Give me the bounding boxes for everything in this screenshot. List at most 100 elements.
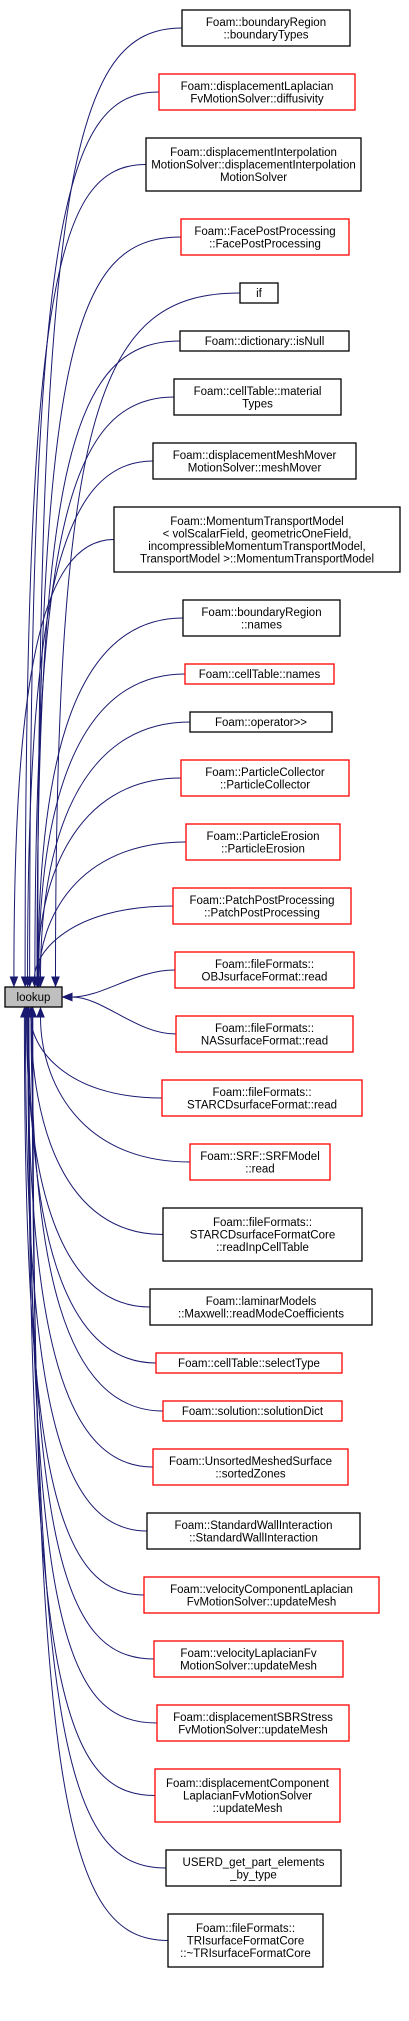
caller-node-box: [153, 1640, 344, 1678]
caller-node[interactable]: Foam::operator>>: [189, 711, 333, 733]
call-edge: [34, 905, 174, 978]
caller-node-label: MotionSolver::updateMesh: [180, 1660, 317, 1672]
caller-node[interactable]: Foam::boundaryRegion::boundaryTypes: [181, 9, 351, 47]
caller-node-label: TRIsurfaceFormatCore: [187, 1936, 305, 1948]
caller-node[interactable]: Foam::fileFormats::STARCDsurfaceFormat::…: [161, 1079, 363, 1117]
lookup-node[interactable]: lookup: [4, 986, 63, 1008]
caller-node-label: FvMotionSolver::diffusivity: [190, 93, 324, 105]
caller-node-box: [156, 1704, 350, 1742]
caller-node[interactable]: Foam::dictionary::isNull: [179, 330, 350, 352]
caller-node-label: Foam::displacementMeshMover: [173, 450, 337, 462]
caller-node[interactable]: Foam::cellTable::selectType: [155, 1352, 343, 1374]
caller-node[interactable]: Foam::UnsortedMeshedSurface::sortedZones: [152, 1448, 349, 1486]
caller-node[interactable]: Foam::displacementComponentLaplacianFvMo…: [154, 1768, 341, 1823]
caller-node-box: [167, 1913, 324, 1968]
arrowhead: [9, 976, 19, 988]
caller-node[interactable]: Foam::ParticleCollector::ParticleCollect…: [180, 759, 350, 797]
caller-node[interactable]: Foam::solution::solutionDict: [162, 1400, 343, 1422]
caller-node[interactable]: Foam::SRF::SRFModel::read: [189, 1143, 331, 1181]
caller-node-box: [145, 137, 362, 192]
caller-node-label: ::Maxwell::readModeCoefficients: [178, 1308, 344, 1320]
arrowhead: [61, 992, 73, 1002]
call-edge: [27, 1016, 154, 1468]
caller-node-label: _by_type: [229, 1869, 277, 1881]
call-edge: [55, 292, 241, 978]
caller-node-label: ::read: [245, 1163, 274, 1175]
call-edge: [36, 777, 182, 978]
caller-node-box: [149, 1288, 373, 1326]
caller-node[interactable]: Foam::displacementLaplacianFvMotionSolve…: [158, 73, 356, 111]
caller-node-label: Foam::ParticleCollector: [205, 767, 325, 779]
caller-node-label: ::~TRIsurfaceFormatCore: [180, 1948, 311, 1960]
call-edge: [28, 1016, 158, 1724]
caller-node-label: ::PatchPostProcessing: [204, 907, 320, 919]
lookup-node-label: lookup: [17, 992, 51, 1004]
caller-node[interactable]: Foam::FacePostProcessing::FacePostProces…: [180, 218, 350, 256]
caller-node[interactable]: Foam::boundaryRegion::names: [182, 599, 341, 637]
caller-node-label: ::FacePostProcessing: [209, 238, 321, 250]
caller-node[interactable]: Foam::fileFormats::OBJsurfaceFormat::rea…: [174, 951, 355, 989]
caller-node[interactable]: Foam::displacementSBRStressFvMotionSolve…: [156, 1704, 350, 1742]
caller-node-box: [154, 1768, 341, 1823]
caller-node-label: Foam::displacementSBRStress: [173, 1712, 333, 1724]
caller-node-label: Foam::SRF::SRFModel: [200, 1151, 320, 1163]
arrowhead: [23, 976, 32, 988]
caller-node[interactable]: Foam::velocityComponentLaplacianFvMotion…: [143, 1576, 380, 1614]
caller-node-label: ::ParticleErosion: [221, 843, 305, 855]
caller-node-label: ::names: [241, 619, 282, 631]
caller-node[interactable]: Foam::fileFormats::TRIsurfaceFormatCore:…: [167, 1913, 324, 1968]
caller-node[interactable]: Foam::displacementInterpolationMotionSol…: [145, 137, 362, 192]
caller-node-box: [152, 1448, 349, 1486]
caller-node[interactable]: USERD_get_part_elements_by_type: [165, 1849, 342, 1887]
call-edge: [29, 91, 160, 978]
caller-node-box: [155, 1352, 343, 1374]
caller-node-label: Foam::MomentumTransportModel: [170, 516, 343, 528]
caller-node[interactable]: Foam::ParticleErosion::ParticleErosion: [185, 823, 341, 861]
caller-node-box: [175, 1015, 354, 1053]
caller-node-label: Foam::fileFormats::: [212, 1087, 311, 1099]
caller-node-label: Foam::velocityLaplacianFv: [180, 1648, 316, 1660]
caller-node[interactable]: if: [239, 282, 279, 304]
caller-node-label: Foam::fileFormats::: [213, 1217, 312, 1229]
caller-node-label: FvMotionSolver::updateMesh: [178, 1724, 328, 1736]
caller-node-label: ::sortedZones: [215, 1468, 286, 1480]
call-edge: [27, 1016, 156, 1796]
caller-node-label: Foam::fileFormats::: [215, 1023, 314, 1035]
caller-node[interactable]: Foam::StandardWallInteraction::StandardW…: [146, 1512, 361, 1550]
caller-node-label: Foam::PatchPostProcessing: [189, 895, 334, 907]
caller-node[interactable]: Foam::fileFormats::NASsurfaceFormat::rea…: [175, 1015, 354, 1053]
caller-node-label: Foam::fileFormats::: [215, 959, 314, 971]
caller-node-label: ::updateMesh: [213, 1803, 283, 1815]
caller-node-box: [146, 1512, 361, 1550]
caller-node-label: ::StandardWallInteraction: [189, 1532, 318, 1544]
call-edge: [23, 1016, 145, 1596]
caller-node[interactable]: Foam::cellTable::names: [184, 663, 335, 685]
caller-node[interactable]: Foam::velocityLaplacianFvMotionSolver::u…: [153, 1640, 344, 1678]
caller-node-label: Foam::UnsortedMeshedSurface: [169, 1456, 332, 1468]
caller-node[interactable]: Foam::MomentumTransportModel< volScalarF…: [113, 506, 401, 573]
call-edge: [38, 841, 187, 978]
call-edge: [13, 539, 115, 978]
arrowhead: [28, 1006, 38, 1018]
caller-node[interactable]: Foam::fileFormats::STARCDsurfaceFormatCo…: [162, 1207, 363, 1262]
call-edge: [24, 164, 147, 978]
caller-node-box: [180, 218, 350, 256]
caller-node[interactable]: Foam::laminarModels::Maxwell::readModeCo…: [149, 1288, 373, 1326]
caller-node-label: Foam::laminarModels: [206, 1296, 317, 1308]
caller-node-label: ::ParticleCollector: [220, 779, 310, 791]
call-edges: [9, 27, 241, 1941]
caller-node-box: [172, 887, 352, 925]
caller-node-box: [173, 378, 342, 416]
caller-node-label: Foam::dictionary::isNull: [205, 336, 325, 348]
caller-node-label: Foam::cellTable::material: [194, 386, 322, 398]
caller-node[interactable]: Foam::displacementMeshMoverMotionSolver:…: [152, 442, 357, 480]
caller-node-box: [239, 282, 279, 304]
caller-node-box: [185, 823, 341, 861]
caller-node-label: Foam::displacementInterpolation: [170, 147, 337, 159]
caller-node-label: MotionSolver: [220, 172, 287, 184]
call-edge: [24, 1016, 148, 1532]
caller-node-label: Foam::boundaryRegion: [201, 607, 321, 619]
caller-node[interactable]: Foam::PatchPostProcessing::PatchPostProc…: [172, 887, 352, 925]
